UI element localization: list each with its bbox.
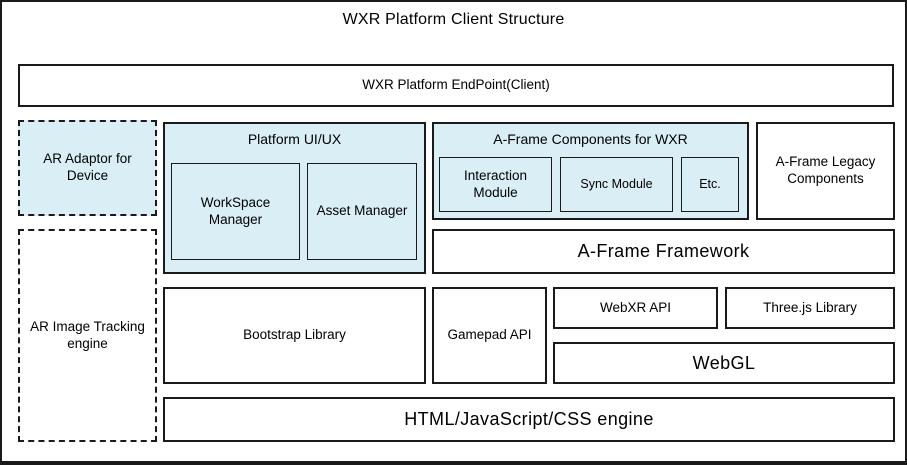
etc-box: Etc. <box>681 157 739 212</box>
sync-module-box: Sync Module <box>560 157 673 212</box>
interaction-module-box: Interaction Module <box>439 157 552 212</box>
diagram-title: WXR Platform Client Structure <box>342 11 565 28</box>
threejs-library-box: Three.js Library <box>725 287 895 329</box>
endpoint-box: WXR Platform EndPoint(Client) <box>18 64 894 107</box>
workspace-manager-box: WorkSpace Manager <box>171 163 300 260</box>
bootstrap-library-box: Bootstrap Library <box>163 287 426 384</box>
asset-manager-box: Asset Manager <box>307 163 417 260</box>
ar-adaptor-box: AR Adaptor for Device <box>18 120 157 216</box>
webxr-api-box: WebXR API <box>553 287 718 329</box>
html-js-css-engine-box: HTML/JavaScript/CSS engine <box>163 397 895 442</box>
ar-image-tracking-box: AR Image Tracking engine <box>18 229 157 442</box>
gamepad-api-box: Gamepad API <box>432 287 547 384</box>
aframe-legacy-box: A-Frame Legacy Components <box>756 122 895 220</box>
webgl-box: WebGL <box>553 342 895 384</box>
aframe-framework-box: A-Frame Framework <box>432 229 895 274</box>
